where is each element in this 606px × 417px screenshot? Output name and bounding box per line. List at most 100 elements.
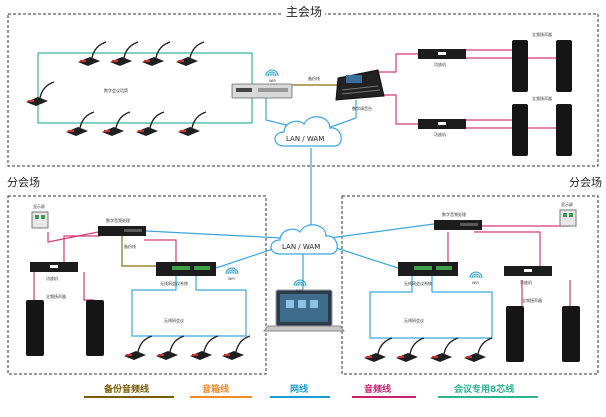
mic-icon: [222, 335, 251, 360]
mic-icon: [364, 337, 393, 362]
label-left-speaker: 全频扬声器: [46, 293, 66, 299]
mic-icon: [176, 41, 205, 66]
right-speaker-2: [562, 306, 580, 362]
left-net-processor: [145, 230, 283, 239]
left-audio-amp: [63, 235, 100, 262]
main-speaker-3: [512, 104, 528, 156]
main-amp-bottom: [418, 119, 466, 129]
right-conference-host: [398, 262, 458, 276]
main-speaker-2: [556, 40, 572, 92]
legend-item-speaker: 音箱线: [190, 382, 252, 410]
mic-icon: [26, 81, 55, 106]
main-conference-host: [231, 83, 293, 99]
legend-label: 网线: [290, 385, 309, 395]
wifi-icon: [265, 69, 279, 77]
legend-swatch: [438, 396, 538, 398]
main-conference-loop-lower: [37, 53, 253, 124]
mic-icon: [190, 335, 219, 360]
region-title-sub-right: 分会场: [566, 177, 605, 189]
left-audio-display: [47, 231, 99, 243]
label-lan-middle: LAN / WAM: [282, 243, 320, 251]
main-amp-top: [418, 49, 466, 59]
label-left-backup: 备份线: [124, 243, 136, 249]
label-main-amp-top: 功放机: [434, 61, 446, 67]
label-right-display: 显示屏: [561, 201, 573, 207]
left-display-panel: [31, 211, 49, 229]
main-net-mixer: [327, 100, 357, 129]
legend-label: 音箱线: [202, 385, 230, 395]
mic-icon: [142, 41, 171, 66]
label-main-mic-group: 数字会议话筒: [104, 87, 128, 93]
right-mic-loop: [369, 276, 493, 339]
label-main-backup-line: 备份线: [308, 75, 320, 81]
label-left-display: 显示屏: [33, 203, 45, 209]
label-main-mixer: 数字调音台: [352, 105, 372, 111]
label-right-amp: 功放机: [520, 279, 532, 285]
legend-label: 会议专用8芯线: [454, 385, 515, 395]
right-net-processor: [329, 223, 435, 239]
label-main-amp-bottom: 功放机: [434, 131, 446, 137]
legend-swatch: [270, 396, 330, 398]
cloud-middle: [270, 224, 338, 255]
main-audio-to-amp-top: [378, 53, 418, 73]
right-sub-venue-border: [341, 195, 599, 375]
right-audio-amp: [474, 231, 541, 266]
label-wifi-center: WiFi: [296, 289, 303, 293]
left-spk-2: [83, 272, 94, 301]
main-mic-group: [26, 41, 207, 136]
mic-icon: [110, 41, 139, 66]
right-display-panel: [559, 209, 577, 227]
main-digital-mixer: [335, 69, 385, 101]
mic-icon: [124, 335, 153, 360]
mic-icon: [430, 337, 459, 362]
label-wifi-left: WiFi: [228, 277, 235, 281]
label-wifi-right: WiFi: [472, 281, 479, 285]
mic-icon: [136, 111, 165, 136]
mic-icon: [102, 111, 131, 136]
left-backup: [121, 236, 156, 267]
label-left-amp: 功放机: [46, 275, 58, 281]
label-left-host: 无线网会议系统: [160, 280, 188, 286]
right-speaker-1: [506, 306, 524, 362]
legend-swatch: [352, 396, 416, 398]
label-main-speaker-bottom: 全频扬声器: [532, 95, 552, 101]
wifi-icon: [469, 271, 483, 279]
legend-label: 备份音频线: [104, 385, 150, 395]
mic-icon: [396, 337, 425, 362]
label-right-mic-group: 无线网会议: [404, 317, 424, 323]
label-main-speaker-top: 全频扬声器: [532, 31, 552, 37]
main-speaker-4: [556, 104, 572, 156]
right-audio-display: [478, 218, 569, 227]
mic-icon: [464, 337, 493, 362]
legend-label: 音频线: [364, 385, 392, 395]
right-net-host: [329, 245, 399, 269]
left-audio-host: [144, 239, 177, 262]
left-speaker-2: [86, 300, 104, 356]
label-left-mic-group: 无线网会议: [164, 317, 184, 323]
main-speaker-1: [512, 40, 528, 92]
label-lan-top: LAN / WAM: [286, 135, 324, 143]
label-left-processor: 数字音频处理: [106, 217, 130, 223]
wifi-icon: [293, 279, 307, 287]
main-conference-loop: [38, 52, 253, 88]
right-audio-processor: [434, 220, 482, 230]
legend-swatch: [84, 396, 174, 398]
left-conference-host: [156, 262, 216, 276]
label-right-processor: 数字音频处理: [442, 211, 466, 217]
left-mic-loop: [131, 276, 247, 337]
mic-icon: [178, 111, 207, 136]
mic-icon: [78, 41, 107, 66]
left-speaker-1: [26, 300, 44, 356]
left-amp: [30, 262, 78, 272]
legend-item-backup: 备份音频线: [84, 382, 174, 410]
label-right-speaker: 全频扬声器: [522, 297, 542, 303]
main-audio-to-amp-bottom: [378, 94, 418, 125]
wifi-icon: [225, 267, 239, 275]
mic-icon: [156, 335, 185, 360]
left-sub-venue-border: [7, 195, 267, 375]
laptop-icon: [262, 289, 346, 332]
label-wifi-main: WiFi: [269, 79, 276, 83]
legend-item-conference: 会议专用8芯线: [438, 382, 538, 410]
